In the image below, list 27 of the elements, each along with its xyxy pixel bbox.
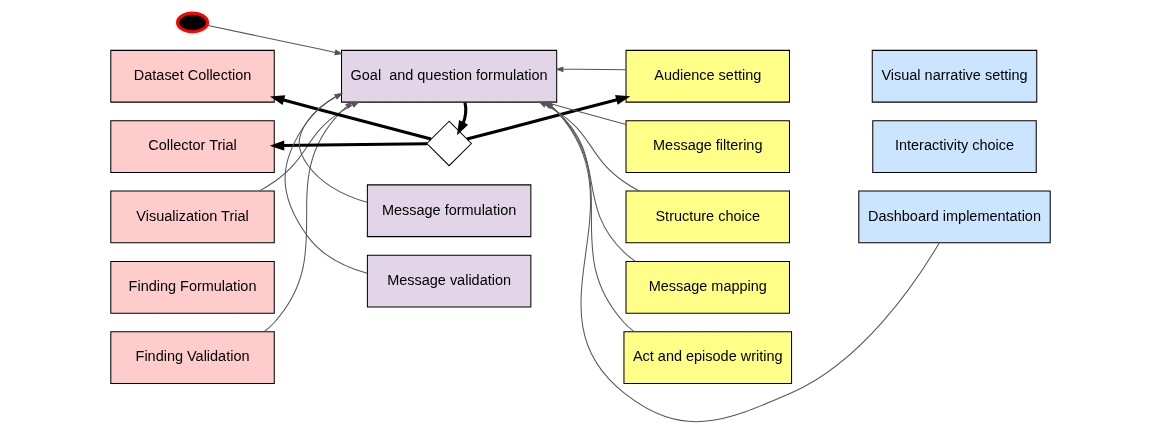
node-box: Message mapping — [625, 260, 790, 314]
arrow — [269, 94, 432, 140]
arrow — [259, 100, 360, 191]
node-box: Dashboard implementation — [858, 190, 1051, 243]
node-box: Visual narrative setting — [871, 49, 1038, 103]
node-box: Finding Formulation — [110, 260, 275, 314]
arrow — [284, 92, 368, 274]
arrow — [466, 94, 631, 141]
node-box: Structure choice — [625, 190, 790, 243]
arrow — [555, 65, 627, 72]
node-box: Finding Validation — [110, 330, 275, 384]
node-box: Message validation — [366, 254, 532, 307]
node-box: Interactivity choice — [872, 119, 1037, 173]
node-circle — [176, 11, 210, 33]
arrow — [456, 101, 469, 135]
node-box: Message formulation — [366, 183, 532, 237]
arrow — [206, 24, 343, 55]
arrow — [263, 100, 354, 332]
node-box: Audience setting — [625, 49, 790, 103]
node-box: Dataset Collection — [110, 49, 275, 103]
arrow — [269, 139, 428, 151]
node-box: Act and episode writing — [623, 330, 793, 384]
node-box: Message filtering — [625, 119, 790, 173]
node-box: Goal and question formulation — [341, 49, 558, 103]
arrow — [298, 92, 368, 203]
node-box: Visualization Trial — [110, 190, 275, 243]
node-box: Collector Trial — [110, 119, 275, 173]
